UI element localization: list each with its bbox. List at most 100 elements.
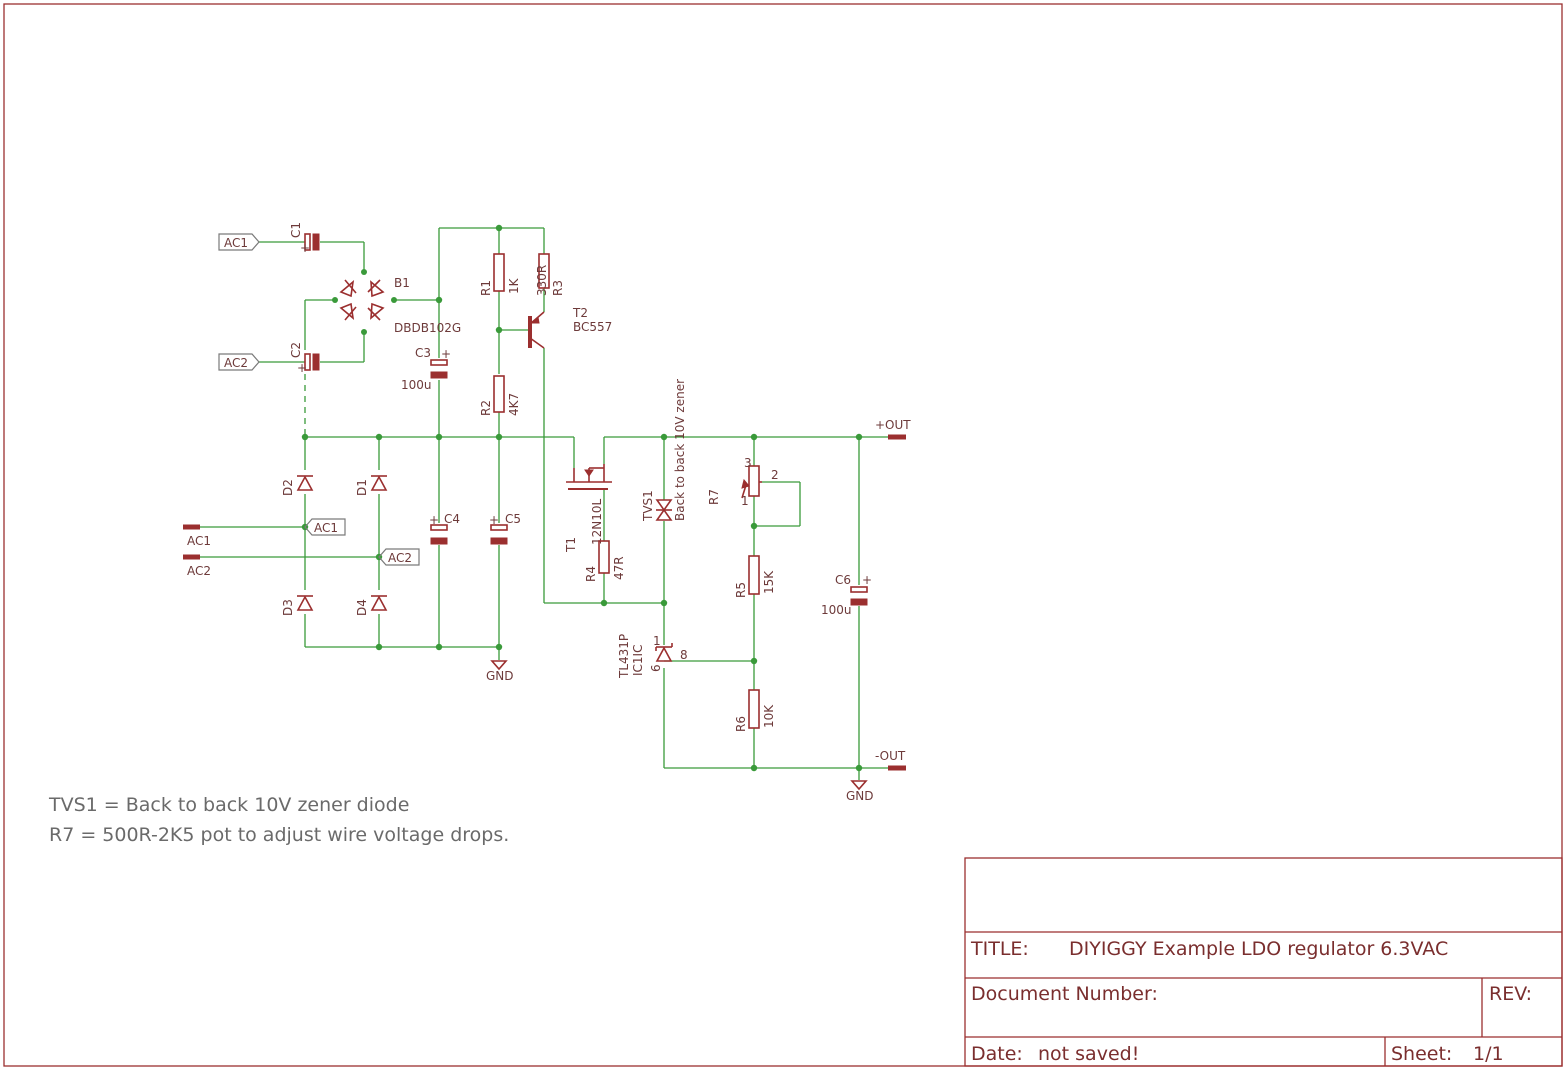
svg-text:-OUT: -OUT (875, 749, 906, 763)
svg-text:C3: C3 (415, 346, 431, 360)
capacitor-c3: + C3 100u (401, 346, 451, 392)
svg-text:R2: R2 (479, 400, 493, 416)
positive-output-pin: +OUT (875, 418, 911, 440)
svg-text:10K: 10K (762, 704, 776, 728)
gnd-symbol-left: GND (486, 660, 514, 683)
svg-text:4K7: 4K7 (507, 393, 521, 416)
svg-text:+: + (300, 241, 310, 255)
capacitor-c1: + C1 (289, 222, 320, 255)
resistor-r2: R2 4K7 (479, 375, 521, 416)
gnd-symbol-right: GND (846, 780, 874, 803)
svg-text:B1: B1 (394, 276, 410, 290)
note-line-1: TVS1 = Back to back 10V zener diode (48, 794, 409, 816)
svg-text:T1: T1 (564, 537, 578, 553)
svg-text:AC1: AC1 (224, 236, 248, 250)
svg-text:6: 6 (649, 664, 663, 672)
ac2-input-flag: AC2 (218, 353, 260, 371)
svg-text:D4: D4 (355, 599, 369, 616)
svg-text:15K: 15K (762, 570, 776, 594)
capacitor-c6: + C6 100u (821, 573, 872, 617)
svg-text:+: + (489, 513, 499, 527)
diode-d4: D4 (355, 595, 388, 616)
svg-text:AC1: AC1 (314, 521, 338, 535)
svg-text:8: 8 (680, 648, 688, 662)
resistor-r1: R1 1K (479, 253, 521, 296)
svg-text:47R: 47R (612, 556, 626, 580)
svg-text:+: + (429, 513, 439, 527)
ac1-pin: AC1 (183, 524, 211, 548)
svg-text:GND: GND (846, 789, 874, 803)
ac1-input-flag: AC1 (218, 233, 260, 251)
svg-text:1K: 1K (507, 277, 521, 294)
svg-text:R4: R4 (584, 566, 598, 582)
svg-text:AC2: AC2 (187, 564, 211, 578)
sheet-label: Sheet: (1391, 1043, 1452, 1065)
svg-text:AC2: AC2 (224, 356, 248, 370)
title-label: TITLE: (970, 938, 1029, 960)
svg-text:T2: T2 (572, 306, 588, 320)
ac2-net-flag: AC2 (378, 548, 420, 566)
svg-text:AC1: AC1 (187, 534, 211, 548)
mosfet-t1: T1 12N10L (564, 464, 612, 553)
resistor-r4: R4 47R (584, 540, 626, 582)
resistor-r3: R3 330R (538, 253, 565, 296)
svg-text:100u: 100u (821, 603, 852, 617)
svg-text:C4: C4 (444, 512, 460, 526)
svg-text:C1: C1 (289, 222, 303, 238)
svg-text:12N10L: 12N10L (590, 498, 604, 545)
svg-text:3: 3 (744, 456, 752, 470)
svg-text:1: 1 (653, 634, 661, 648)
svg-text:+: + (297, 361, 307, 375)
svg-text:330R: 330R (535, 265, 549, 296)
svg-text:C2: C2 (289, 342, 303, 358)
svg-text:GND: GND (486, 669, 514, 683)
svg-text:+: + (441, 347, 451, 361)
capacitor-c5: + C5 (489, 512, 521, 545)
svg-text:IC1IC: IC1IC (631, 645, 645, 676)
sheet-value: 1/1 (1473, 1043, 1504, 1065)
svg-text:TVS1: TVS1 (641, 490, 655, 522)
svg-text:R5: R5 (734, 582, 748, 598)
svg-text:BC557: BC557 (573, 320, 612, 334)
diode-d2: D2 (281, 475, 314, 496)
note-line-2: R7 = 500R-2K5 pot to adjust wire voltage… (49, 824, 509, 846)
junctions (301, 224, 863, 772)
ac2-pin: AC2 (183, 554, 211, 578)
date-value: not saved! (1038, 1043, 1139, 1065)
diode-d1: D1 (355, 475, 388, 496)
potentiometer-r7: R7 3 2 1 (707, 456, 779, 508)
negative-output-pin: -OUT (875, 749, 906, 771)
transistor-t2: T2 BC557 (528, 306, 612, 349)
svg-text:100u: 100u (401, 378, 432, 392)
capacitor-c2: + C2 (289, 342, 320, 375)
ac1-net-flag: AC1 (304, 518, 346, 536)
svg-text:D1: D1 (355, 479, 369, 496)
sheet-frame (3, 3, 1563, 1067)
svg-text:1: 1 (741, 494, 749, 508)
svg-text:TL431P: TL431P (617, 634, 631, 679)
capacitor-c4: + C4 (429, 512, 460, 545)
diode-d3: D3 (281, 595, 314, 616)
svg-text:D2: D2 (281, 479, 295, 496)
date-label: Date: (971, 1043, 1023, 1065)
svg-text:R7: R7 (707, 489, 721, 505)
shunt-regulator-ic1: TL431P IC1IC 1 8 6 (617, 634, 688, 679)
svg-text:DBDB102G: DBDB102G (394, 321, 461, 335)
resistor-r3-labels: 330R (535, 265, 549, 296)
svg-text:Back to back 10V zener: Back to back 10V zener (673, 379, 687, 521)
svg-text:R1: R1 (479, 280, 493, 296)
wires (200, 227, 888, 780)
svg-text:D3: D3 (281, 599, 295, 616)
title-value: DIYIGGY Example LDO regulator 6.3VAC (1069, 938, 1448, 960)
svg-text:AC2: AC2 (388, 551, 412, 565)
svg-text:+OUT: +OUT (875, 418, 911, 432)
svg-text:R3: R3 (551, 280, 565, 296)
resistor-r6: R6 10K (734, 689, 776, 732)
rev-label: REV: (1489, 983, 1532, 1005)
bridge-rectifier-b1: B1 DBDB102G (339, 276, 461, 335)
title-block: TITLE: DIYIGGY Example LDO regulator 6.3… (964, 857, 1563, 1067)
document-number-label: Document Number: (971, 983, 1158, 1005)
svg-text:C6: C6 (835, 573, 851, 587)
resistor-r5: R5 15K (734, 555, 776, 598)
